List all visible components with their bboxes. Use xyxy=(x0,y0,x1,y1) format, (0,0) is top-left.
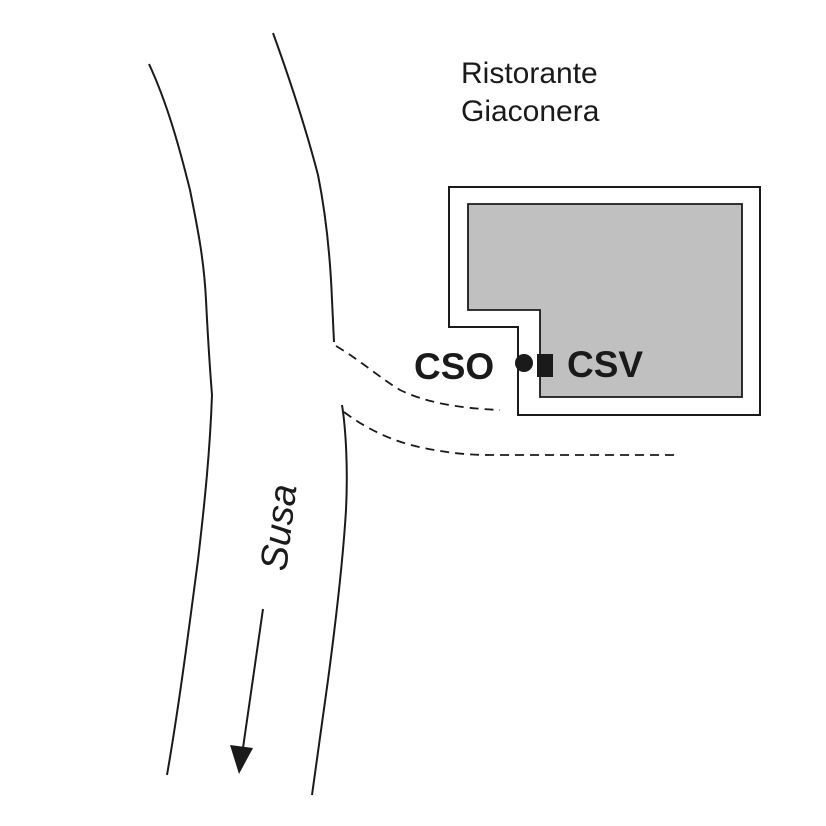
restaurant-label-line2: Giaconera xyxy=(461,95,600,128)
cso-marker-icon xyxy=(515,354,533,372)
tributary-lower-edge xyxy=(343,411,680,456)
restaurant-label-line1: Ristorante xyxy=(461,57,598,90)
river-right-bank-lower xyxy=(311,404,348,796)
building-interior xyxy=(467,203,743,398)
csv-marker-icon xyxy=(537,354,553,377)
river-name-label: Susa xyxy=(253,482,305,573)
river-right-bank-upper xyxy=(272,32,335,343)
flow-arrow-shaft xyxy=(242,608,264,749)
cso-label: CSO xyxy=(414,346,494,387)
tributary-upper-edge xyxy=(335,345,501,411)
flow-arrow-head-icon xyxy=(230,745,253,774)
river-left-bank xyxy=(148,63,214,776)
csv-label: CSV xyxy=(567,344,643,385)
